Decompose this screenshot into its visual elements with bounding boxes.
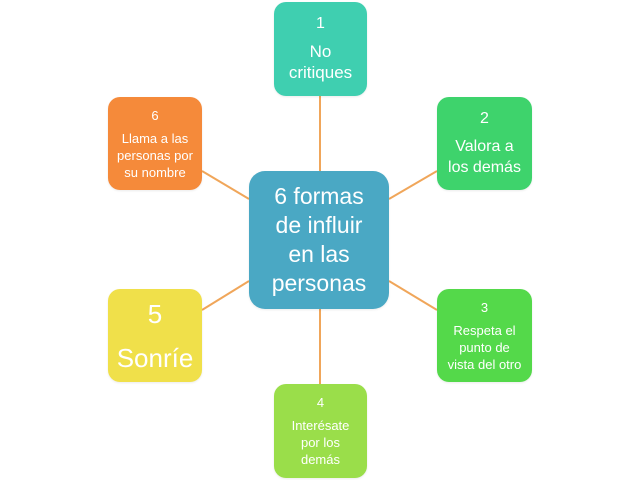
center-node-label: 6 formas de influir en las personas bbox=[271, 183, 367, 296]
node-3-label: Respeta el punto de vista del otro bbox=[447, 322, 522, 372]
node-5-label: Sonríe bbox=[116, 342, 194, 373]
node-6: 6 Llama a las personas por su nombre bbox=[108, 97, 202, 190]
node-3-number: 3 bbox=[480, 299, 489, 315]
node-4-number: 4 bbox=[316, 395, 325, 410]
node-1-label: No critiques bbox=[288, 42, 353, 82]
node-2-label: Valora a los demás bbox=[448, 137, 521, 176]
connector-6 bbox=[201, 170, 250, 200]
node-4-label: Interésate por los demás bbox=[291, 418, 350, 467]
node-6-number: 6 bbox=[151, 107, 159, 123]
node-2-number: 2 bbox=[480, 109, 489, 127]
node-4: 4 Interésate por los demás bbox=[274, 384, 367, 478]
connector-3 bbox=[388, 280, 438, 311]
node-6-label: Llama a las personas por su nombre bbox=[117, 130, 193, 180]
node-3: 3 Respeta el punto de vista del otro bbox=[437, 289, 532, 382]
node-5-number: 5 bbox=[147, 298, 163, 329]
connector-5 bbox=[201, 280, 250, 311]
node-1-number: 1 bbox=[316, 15, 325, 32]
node-1: 1 No critiques bbox=[274, 2, 367, 96]
node-5: 5 Sonríe bbox=[108, 289, 202, 382]
node-2: 2 Valora a los demás bbox=[437, 97, 532, 190]
connector-2 bbox=[388, 170, 438, 200]
center-node: 6 formas de influir en las personas bbox=[249, 171, 389, 309]
